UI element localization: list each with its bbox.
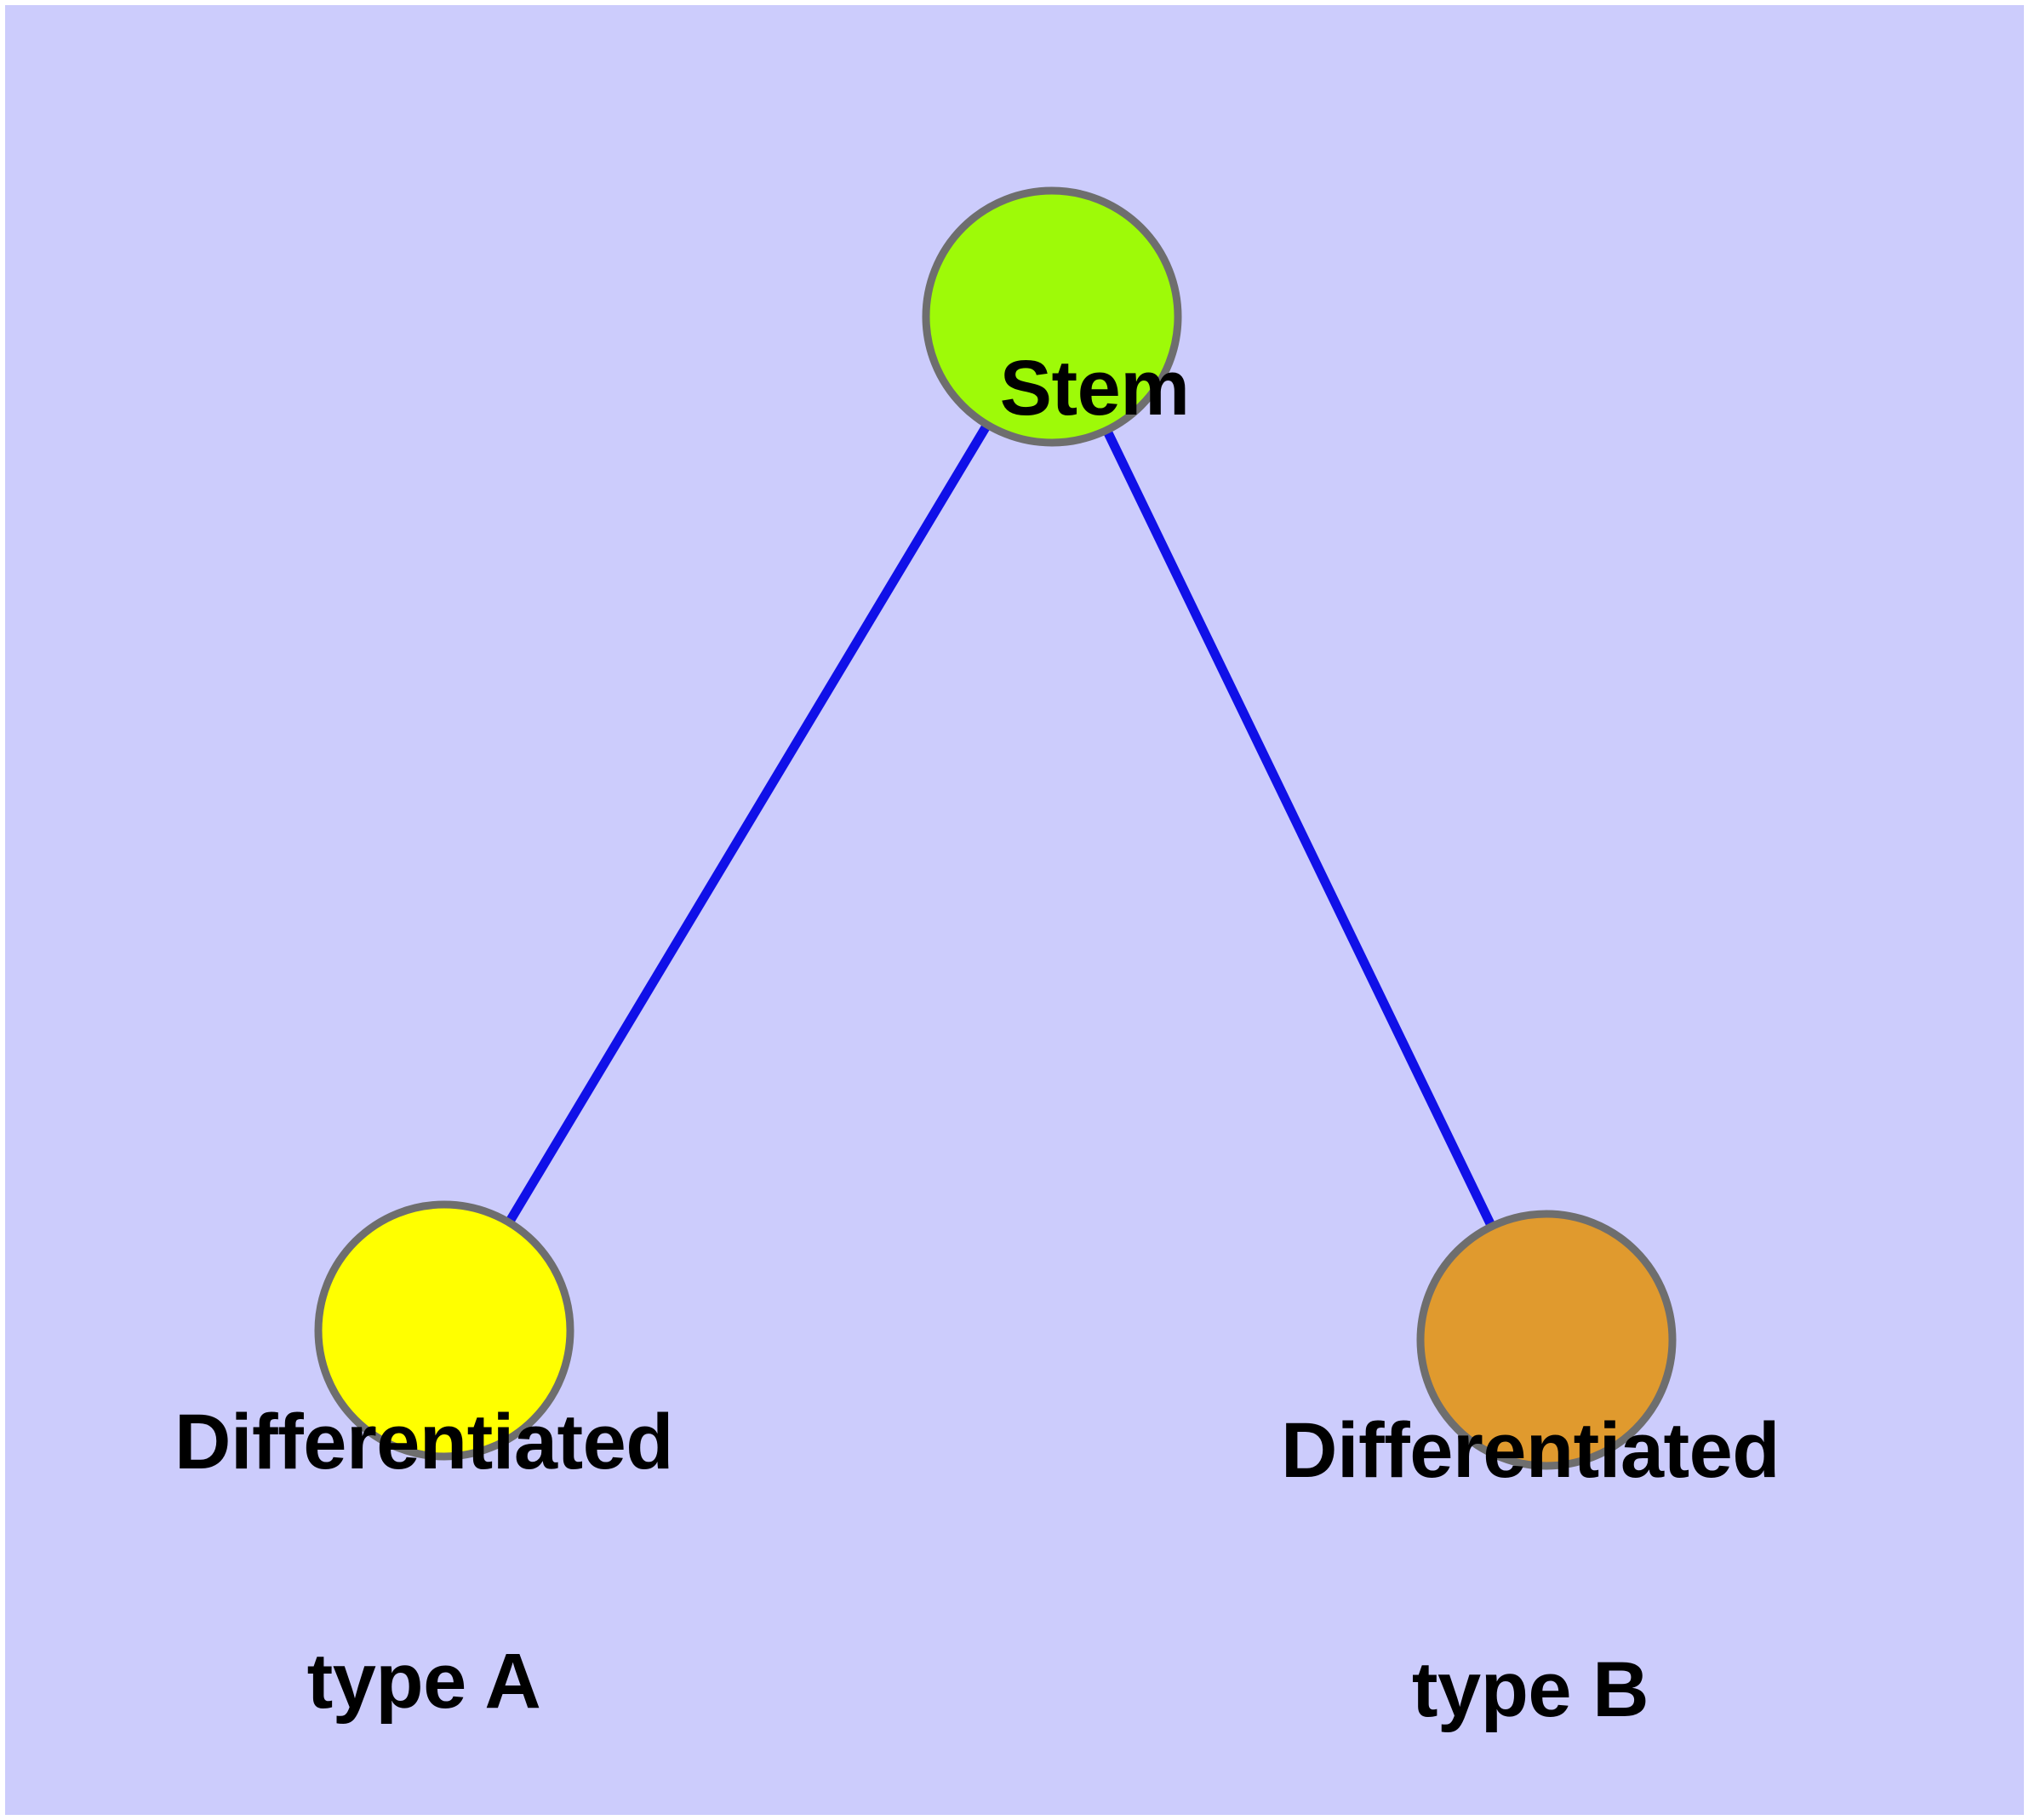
node-differentiated-type-a[interactable] [314,1200,574,1461]
edge-stem-to-differentiated-type-a[interactable] [440,314,1056,1333]
node-differentiated-type-b[interactable] [1416,1210,1677,1470]
node-layer [314,186,1677,1470]
edge-layer [440,314,1551,1342]
edge-stem-to-differentiated-type-b[interactable] [1048,314,1551,1342]
node-stem[interactable] [922,186,1182,447]
